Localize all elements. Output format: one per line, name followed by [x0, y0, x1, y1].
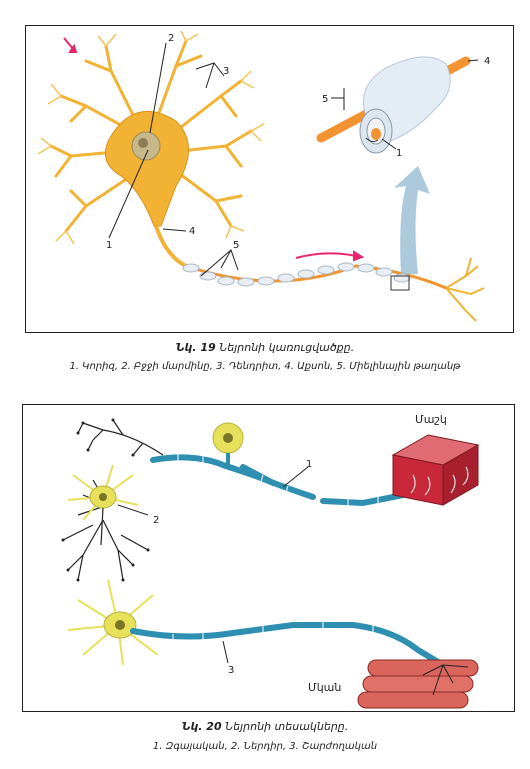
figure1-caption-number: Նկ. 19 [175, 341, 216, 354]
interneuron [67, 464, 139, 546]
cell-body [104, 110, 189, 227]
label-4: 4 [189, 226, 195, 237]
figure1-legend: 1. Կորիզ, 2. Բջջի մարմինը, 3. Դենդրիտ, 4… [69, 361, 461, 372]
neuron-types-illustration: 1 2 3 Մաշկ Մկան [61, 413, 480, 709]
figure2-legend: 1. Զգայական, 2. Ներդիր, 3. Շարժողական [152, 741, 378, 752]
figure-neuron-structure: 2 3 1 4 5 4 5 1 [25, 25, 514, 333]
nucleolus [138, 138, 148, 148]
zoom-box [390, 275, 410, 291]
label-3: 3 [223, 66, 229, 77]
muscle-block [357, 659, 479, 709]
label-1: 1 [106, 240, 112, 251]
label-interneuron: 2 [153, 515, 159, 526]
type-leader-lines [117, 466, 309, 664]
label-motor: 3 [228, 665, 234, 676]
neuron-structure-illustration: 2 3 1 4 5 4 5 1 [37, 30, 490, 322]
dendrite-tips [61, 418, 150, 582]
myelinated-axon [182, 262, 447, 290]
label-5-magnified: 5 [322, 94, 328, 105]
axon-terminals [445, 257, 485, 322]
dendrite-branches [37, 30, 265, 245]
zoom-arrow [394, 166, 430, 274]
label-5: 5 [233, 240, 239, 251]
label-sensory: 1 [306, 459, 312, 470]
figure1-caption-text: Նեյրոնի կառուցվածքը. [219, 341, 355, 354]
magnified-myelin [316, 56, 471, 154]
label-4-magnified: 4 [484, 56, 490, 67]
figure1-caption-title: Նկ. 19 Նեյրոնի կառուցվածքը. [0, 341, 530, 354]
label-skin: Մաշկ [415, 413, 447, 426]
label-muscle: Մկան [308, 681, 341, 694]
figure2-caption-text: Նեյրոնի տեսակները. [225, 720, 349, 733]
skin-block [391, 434, 480, 506]
sensory-neuron [212, 422, 244, 465]
motor-neuron [67, 579, 159, 666]
axon-hillock [154, 225, 187, 268]
figure2-caption-title: Նկ. 20 Նեյրոնի տեսակները. [0, 720, 530, 733]
leader-lines [108, 42, 479, 277]
axon-nodes [172, 452, 379, 644]
label-1-magnified: 1 [396, 148, 402, 159]
label-2: 2 [168, 33, 174, 44]
signal-arrows [63, 37, 365, 262]
figure2-caption-number: Նկ. 20 [181, 720, 222, 733]
dendrites [49, 39, 253, 233]
figure-neuron-types: 1 2 3 Մաշկ Մկան [22, 404, 515, 712]
